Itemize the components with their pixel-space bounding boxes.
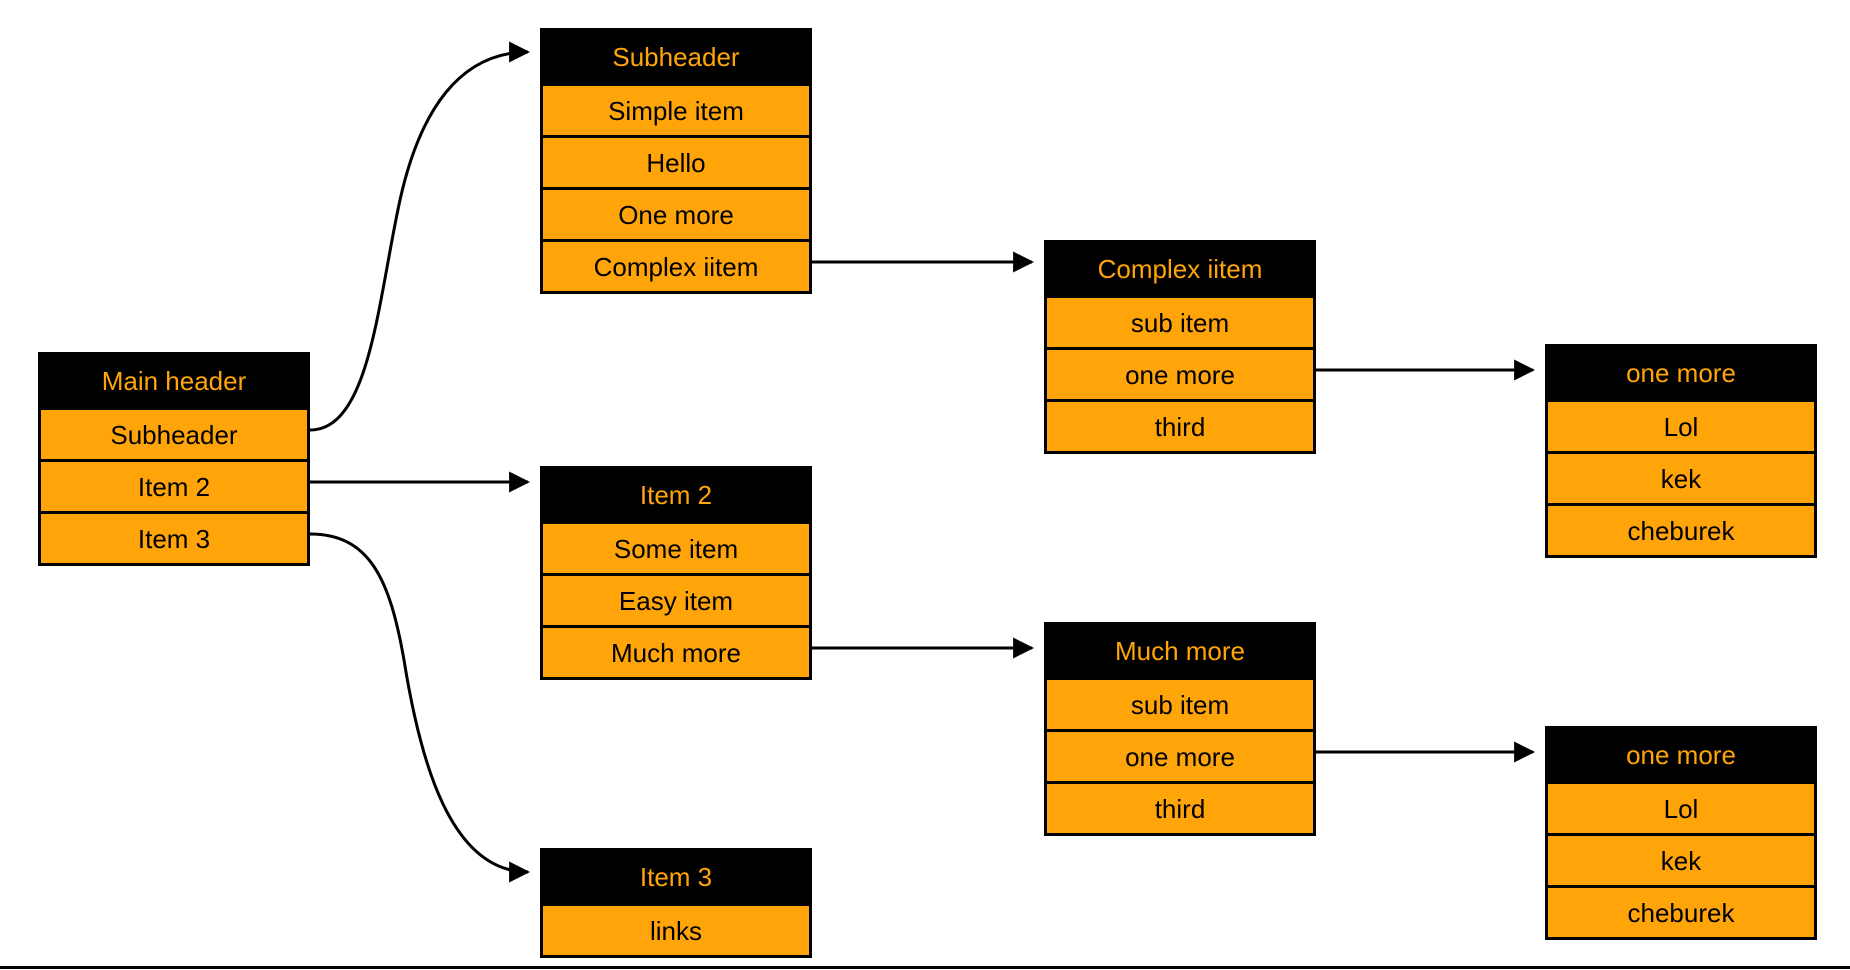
node-subheader-row-simple-item[interactable]: Simple item <box>543 83 809 135</box>
node-item-2-row-easy-item[interactable]: Easy item <box>543 573 809 625</box>
node-one-more-bottom-title: one more <box>1548 729 1814 781</box>
node-one-more-top-title: one more <box>1548 347 1814 399</box>
edge-main-subheader-to-subheader <box>309 41 531 432</box>
node-much-more-row-sub-item[interactable]: sub item <box>1047 677 1313 729</box>
node-main-header[interactable]: Main header Subheader Item 2 Item 3 <box>38 352 310 566</box>
node-one-more-bottom-row-lol[interactable]: Lol <box>1548 781 1814 833</box>
node-subheader-row-hello[interactable]: Hello <box>543 135 809 187</box>
node-item-3-row-links[interactable]: links <box>543 903 809 955</box>
edge-main-item3-to-item3 <box>309 532 531 883</box>
node-much-more[interactable]: Much more sub item one more third <box>1044 622 1316 836</box>
node-subheader-title: Subheader <box>543 31 809 83</box>
node-main-header-row-item-2[interactable]: Item 2 <box>41 459 307 511</box>
node-much-more-row-third[interactable]: third <box>1047 781 1313 833</box>
node-subheader-row-complex-iitem[interactable]: Complex iitem <box>543 239 809 291</box>
node-complex-iitem-title: Complex iitem <box>1047 243 1313 295</box>
node-subheader[interactable]: Subheader Simple item Hello One more Com… <box>540 28 812 294</box>
node-one-more-top-row-lol[interactable]: Lol <box>1548 399 1814 451</box>
node-item-2-row-some-item[interactable]: Some item <box>543 521 809 573</box>
node-complex-iitem-row-one-more[interactable]: one more <box>1047 347 1313 399</box>
node-item-3-title: Item 3 <box>543 851 809 903</box>
node-much-more-row-one-more[interactable]: one more <box>1047 729 1313 781</box>
node-main-header-row-subheader[interactable]: Subheader <box>41 407 307 459</box>
node-one-more-top[interactable]: one more Lol kek cheburek <box>1545 344 1817 558</box>
node-complex-iitem-row-sub-item[interactable]: sub item <box>1047 295 1313 347</box>
node-one-more-bottom-row-kek[interactable]: kek <box>1548 833 1814 885</box>
node-one-more-bottom[interactable]: one more Lol kek cheburek <box>1545 726 1817 940</box>
node-subheader-row-one-more[interactable]: One more <box>543 187 809 239</box>
node-item-3[interactable]: Item 3 links <box>540 848 812 958</box>
node-much-more-title: Much more <box>1047 625 1313 677</box>
node-complex-iitem-row-third[interactable]: third <box>1047 399 1313 451</box>
node-complex-iitem[interactable]: Complex iitem sub item one more third <box>1044 240 1316 454</box>
node-one-more-top-row-cheburek[interactable]: cheburek <box>1548 503 1814 555</box>
node-main-header-row-item-3[interactable]: Item 3 <box>41 511 307 563</box>
node-item-2-row-much-more[interactable]: Much more <box>543 625 809 677</box>
node-one-more-bottom-row-cheburek[interactable]: cheburek <box>1548 885 1814 937</box>
node-item-2[interactable]: Item 2 Some item Easy item Much more <box>540 466 812 680</box>
node-main-header-title: Main header <box>41 355 307 407</box>
bottom-divider <box>0 966 1850 969</box>
node-one-more-top-row-kek[interactable]: kek <box>1548 451 1814 503</box>
node-item-2-title: Item 2 <box>543 469 809 521</box>
